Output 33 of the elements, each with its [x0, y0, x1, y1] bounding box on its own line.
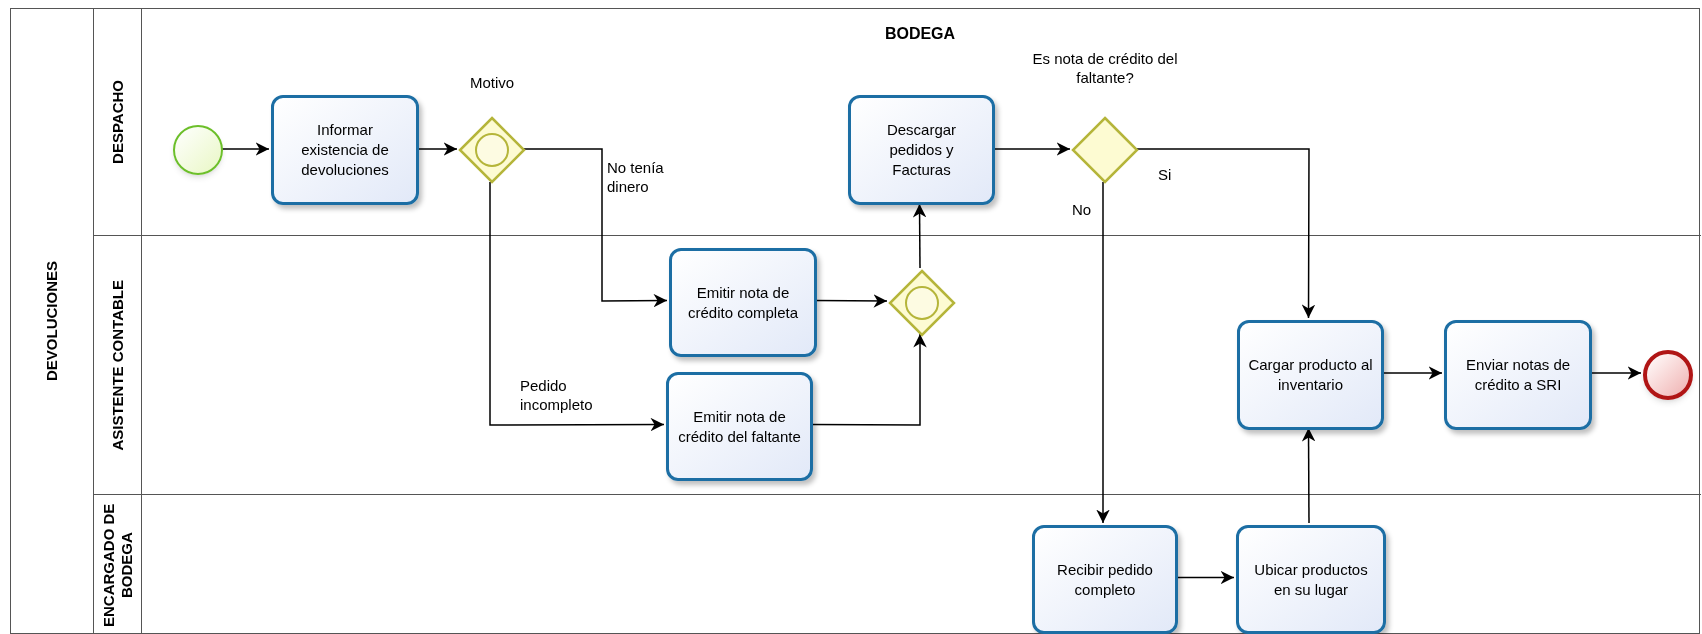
arrow — [220, 142, 270, 156]
arrow — [1135, 148, 1316, 319]
arrow — [522, 148, 668, 308]
arrow — [912, 203, 927, 269]
arrow — [1301, 427, 1316, 524]
arrow — [814, 294, 888, 308]
task-box: Emitir nota de crédito completa — [669, 248, 817, 357]
lane-label: ASISTENTE CONTABLE — [108, 279, 127, 451]
task-box: Ubicar productos en su lugar — [1236, 525, 1386, 634]
task-box: Enviar notas de crédito a SRI — [1444, 320, 1592, 430]
task-box: Descargar pedidos y Facturas — [848, 95, 995, 205]
arrow — [1381, 366, 1443, 380]
gateway-label: Motivo — [469, 73, 515, 92]
gateway-label: Es nota de crédito del faltante? — [1031, 49, 1179, 87]
lane-label: ENCARGADO DE BODEGA — [99, 502, 136, 629]
task-box: Cargar producto al inventario — [1237, 320, 1384, 430]
arrow — [489, 181, 665, 432]
gateway-diamond — [889, 270, 955, 336]
arrow — [992, 142, 1071, 156]
swimlane — [93, 235, 1701, 494]
arrow — [416, 142, 458, 156]
task-box: Recibir pedido completo — [1032, 525, 1178, 634]
pool — [10, 8, 1700, 634]
task-box: Emitir nota de crédito del faltante — [666, 372, 813, 481]
arrow — [810, 333, 927, 426]
diagram-title: BODEGA — [883, 24, 957, 44]
lane-label: DESPACHO — [108, 80, 127, 164]
pool-label: DEVOLUCIONES — [41, 261, 61, 381]
arrow — [1589, 366, 1642, 380]
arrow — [1175, 570, 1235, 585]
task-box: Informar existencia de devoluciones — [271, 95, 419, 205]
arrow — [1096, 181, 1110, 524]
swimlane — [93, 494, 1701, 634]
